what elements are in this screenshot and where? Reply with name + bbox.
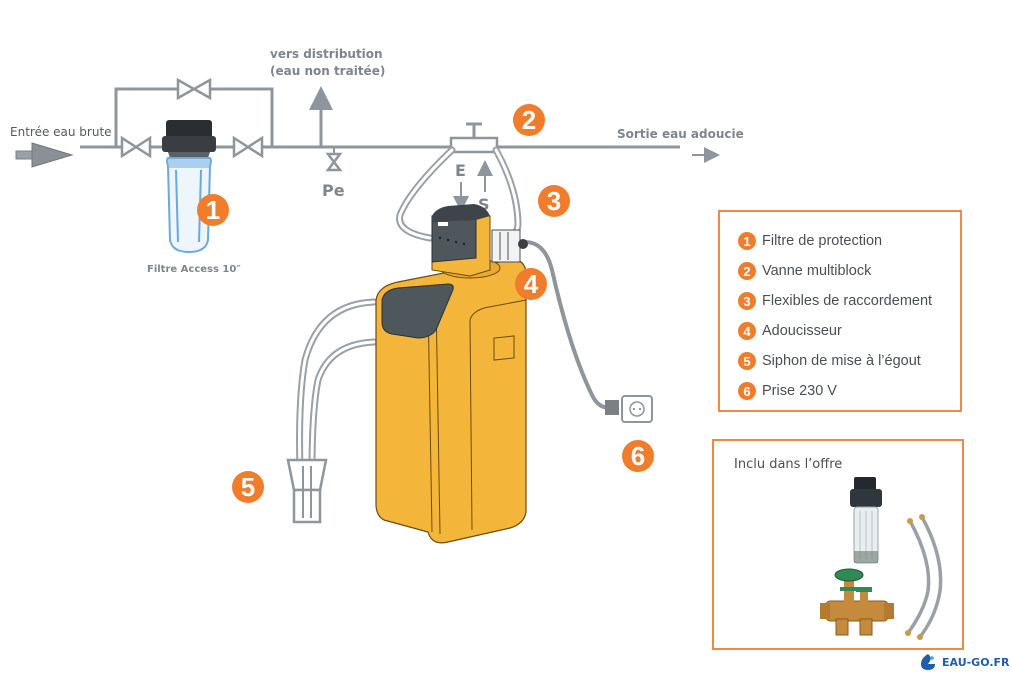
legend-number-badge: 6 (738, 382, 756, 400)
legend-box: 1 Filtre de protection 2 Vanne multibloc… (718, 210, 962, 412)
legend-number-badge: 5 (738, 352, 756, 370)
svg-text:1: 1 (206, 195, 220, 225)
svg-text:3: 3 (547, 186, 561, 216)
legend-label: Prise 230 V (762, 383, 837, 399)
svg-text:5: 5 (241, 472, 255, 502)
drain-siphon-icon (286, 458, 328, 524)
brand-name: EAU-GO.FR (942, 655, 1010, 669)
exit-marker: S (478, 195, 490, 214)
legend-label: Siphon de mise à l’égout (762, 353, 921, 369)
legend-list: 1 Filtre de protection 2 Vanne multibloc… (720, 212, 960, 406)
sampling-valve-icon (325, 147, 343, 172)
inlet-valve-icon (120, 135, 152, 159)
legend-label: Flexibles de raccordement (762, 293, 933, 309)
offer-products (820, 477, 943, 640)
drain-hoses (296, 298, 378, 474)
legend-number-badge: 2 (738, 262, 756, 280)
badge-6: 6 (622, 440, 654, 472)
filter-housing-icon (162, 120, 216, 254)
badge-3: 3 (538, 185, 570, 217)
multiblock-valve-product-icon (820, 568, 894, 636)
legend-item: 1 Filtre de protection (738, 226, 960, 256)
distribution-label-line1: vers distribution (270, 47, 383, 61)
legend-label: Adoucisseur (762, 323, 842, 339)
badge-2: 2 (513, 104, 545, 136)
outlet-label: Sortie eau adoucie (617, 127, 744, 141)
entry-marker: E (455, 161, 466, 180)
filter-caption: Filtre Access 10″ (147, 264, 241, 275)
badge-4: 4 (515, 268, 547, 300)
brand-drop-icon (921, 654, 935, 670)
svg-text:4: 4 (524, 269, 539, 299)
inlet-arrow-icon (15, 142, 74, 168)
badge-5: 5 (232, 471, 264, 503)
legend-number-badge: 1 (738, 232, 756, 250)
inlet-label: Entrée eau brute (10, 125, 112, 139)
legend-number-badge: 4 (738, 322, 756, 340)
svg-text:2: 2 (522, 105, 536, 135)
svg-text:6: 6 (631, 441, 645, 471)
legend-item: 3 Flexibles de raccordement (738, 286, 960, 316)
offer-title: Inclu dans l’offre (734, 457, 843, 472)
legend-item: 5 Siphon de mise à l’égout (738, 346, 960, 376)
power-socket-icon (605, 395, 653, 423)
bypass-valve-icon (176, 77, 212, 101)
power-cable (524, 240, 611, 410)
legend-item: 4 Adoucisseur (738, 316, 960, 346)
filter-cartridge-icon (850, 477, 882, 564)
water-softener-icon (375, 204, 528, 544)
legend-label: Filtre de protection (762, 233, 883, 249)
sampling-valve-label: Pe (322, 181, 345, 200)
offer-box: Inclu dans l’offre (712, 439, 964, 650)
badge-1: 1 (197, 194, 229, 226)
brand-logo: EAU-GO.FR (918, 652, 1010, 672)
distribution-label-line2: (eau non traitée) (270, 64, 385, 78)
flexible-hoses-icon (905, 514, 943, 640)
legend-number-badge: 3 (738, 292, 756, 310)
legend-item: 6 Prise 230 V (738, 376, 960, 406)
multiblock-valve-icon (449, 122, 499, 154)
legend-item: 2 Vanne multiblock (738, 256, 960, 286)
outlet-valve-icon (232, 135, 264, 159)
legend-label: Vanne multiblock (762, 263, 872, 279)
